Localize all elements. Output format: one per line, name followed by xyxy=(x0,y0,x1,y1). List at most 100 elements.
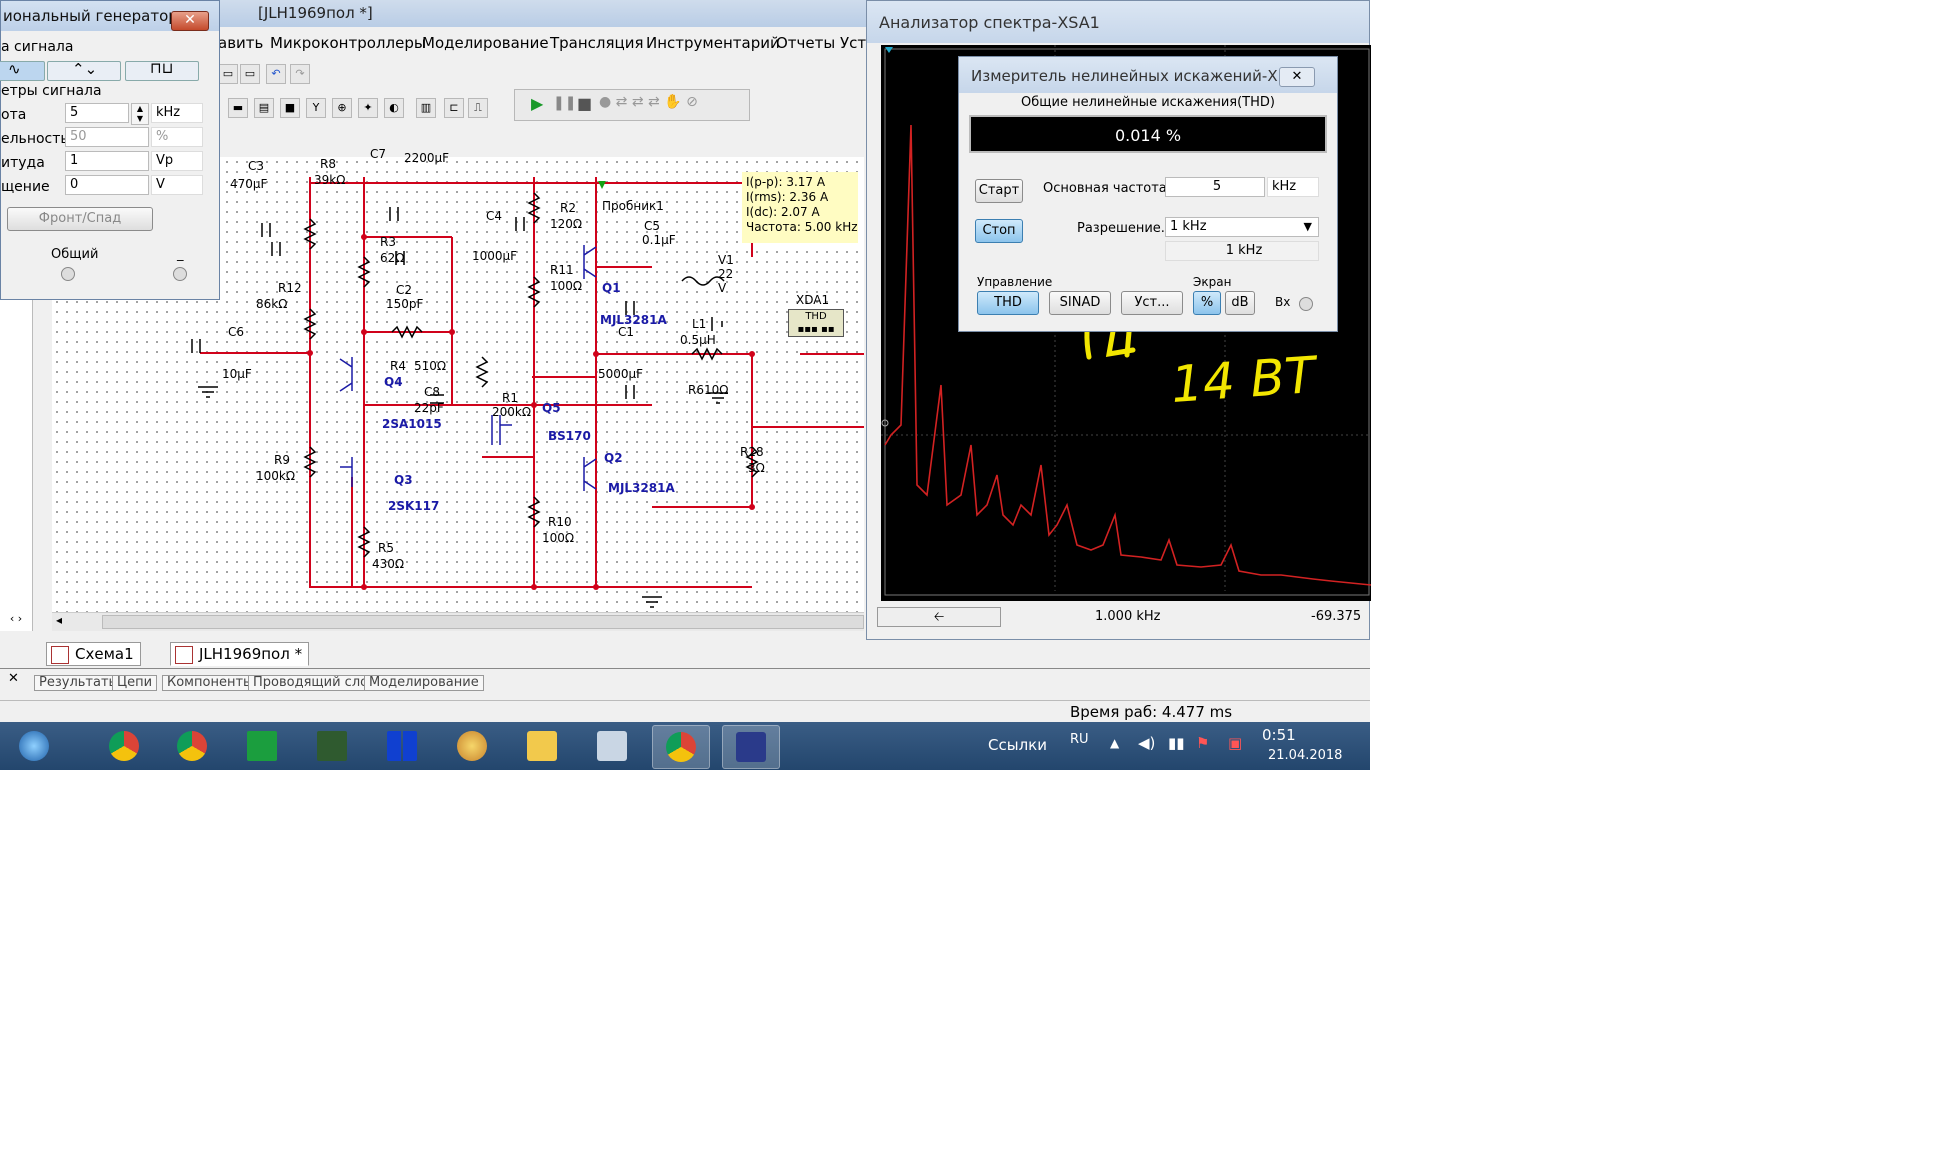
stop-button[interactable]: Стоп xyxy=(975,219,1023,243)
taskbar-app-green[interactable] xyxy=(234,725,290,767)
window-title: [JLH1969пол *] xyxy=(258,4,373,22)
volume-icon[interactable]: ◀) xyxy=(1138,734,1156,752)
close-icon[interactable]: ✕ xyxy=(8,671,19,686)
menu-item-options[interactable]: Уст xyxy=(840,34,867,52)
taskbar-app-chip[interactable] xyxy=(304,725,360,767)
bus-icon[interactable]: ▥ xyxy=(416,98,436,118)
thd-instrument-symbol[interactable]: THD ▪▪▪ ▪▪ xyxy=(788,309,844,337)
thd-mode-button[interactable]: THD xyxy=(977,291,1039,315)
settings-button[interactable]: Уст... xyxy=(1121,291,1183,315)
toolbox-scroll-arrows[interactable]: ‹ › xyxy=(9,612,23,625)
indicator-icon[interactable]: ■ xyxy=(280,98,300,118)
close-button[interactable]: ✕ xyxy=(1279,67,1315,87)
taskbar-calculator[interactable] xyxy=(584,725,640,767)
common-terminal[interactable] xyxy=(61,267,75,281)
taskbar-multisim[interactable] xyxy=(722,725,780,769)
amplitude-input[interactable]: 1 xyxy=(65,151,149,171)
undo-icon[interactable]: ↶ xyxy=(266,64,286,84)
taskbar-chrome-3[interactable] xyxy=(652,725,710,769)
sine-wave-icon: ∿ xyxy=(8,60,21,78)
scroll-thumb[interactable] xyxy=(102,615,864,629)
duty-cycle-input[interactable]: 50 xyxy=(65,127,149,147)
tab-results[interactable]: Результаты xyxy=(34,675,124,691)
offset-input[interactable]: 0 xyxy=(65,175,149,195)
taskbar-chrome-1[interactable] xyxy=(96,725,152,767)
links-toolbar[interactable]: Ссылки xyxy=(988,736,1047,754)
pause-icon[interactable]: ❚❚ xyxy=(553,95,577,111)
tab-nets[interactable]: Цепи xyxy=(112,675,158,691)
language-indicator[interactable]: RU xyxy=(1070,732,1089,747)
network-icon[interactable]: ▮▮ xyxy=(1168,734,1185,752)
design-toolbox[interactable] xyxy=(0,296,33,631)
probe-readout[interactable]: I(p-p): 3.17 A I(rms): 2.36 A I(dc): 2.0… xyxy=(742,172,858,243)
amplitude-unit[interactable]: Vp xyxy=(151,151,203,171)
status-bar: Время раб: 4.477 ms xyxy=(0,700,1370,722)
tab-jlh1969[interactable]: JLH1969пол * xyxy=(170,642,310,666)
frequency-input[interactable]: 5 xyxy=(65,103,129,123)
tab-copper-layer[interactable]: Проводящий слой xyxy=(248,675,382,691)
tab-schema1[interactable]: Схема1 xyxy=(46,642,141,666)
menu-item-transfer[interactable]: Трансляция xyxy=(550,34,644,52)
rise-fall-button[interactable]: Фронт/Спад xyxy=(7,207,153,231)
sine-wave-button[interactable]: ∿ xyxy=(0,60,45,81)
label-r3: R3 xyxy=(380,235,396,249)
label-c5: C5 xyxy=(644,219,661,233)
clock-time[interactable]: 0:51 xyxy=(1262,726,1296,744)
power-icon[interactable]: ▣ xyxy=(1228,734,1243,752)
start-button[interactable] xyxy=(6,725,62,767)
menu-item-mcu[interactable]: Микроконтроллеры xyxy=(270,34,426,52)
db-button[interactable]: dB xyxy=(1225,291,1255,315)
label-r6: R6 xyxy=(688,383,704,397)
resolution-selected: 1 kHz xyxy=(1170,219,1207,234)
taskbar-paint[interactable] xyxy=(444,725,500,767)
close-button[interactable]: ✕ xyxy=(171,11,209,31)
square-wave-button[interactable]: ⊓⊔ xyxy=(125,59,199,81)
rf-icon[interactable]: ✦ xyxy=(358,98,378,118)
marker-left-button[interactable]: 🡠 xyxy=(877,607,1001,627)
frequency-spinner[interactable]: ▲▼ xyxy=(131,103,149,125)
resolution-select[interactable]: 1 kHz ▼ xyxy=(1165,217,1319,237)
control-group-label: Управление xyxy=(977,275,1053,289)
frequency-unit[interactable]: kHz xyxy=(151,103,203,123)
stop-icon[interactable]: ■ xyxy=(577,94,593,113)
taskbar-app-tiles[interactable] xyxy=(374,725,430,767)
spectrum-analyzer-titlebar[interactable]: Анализатор спектра-XSA1 xyxy=(867,1,1369,43)
misc-icon[interactable]: ▤ xyxy=(254,98,274,118)
value-r9: 100kΩ xyxy=(256,469,296,483)
model-q2: MJL3281A xyxy=(608,481,675,495)
mixed-icon[interactable]: ⊕ xyxy=(332,98,352,118)
step-icon[interactable]: ● ⇄ ⇄ ⇄ ✋ ⊘ xyxy=(599,94,698,110)
tab-simulation[interactable]: Моделирование xyxy=(364,675,484,691)
minus-terminal[interactable] xyxy=(173,267,187,281)
function-generator-titlebar[interactable]: иональный генератор... ✕ xyxy=(1,1,219,31)
ground-icon[interactable]: ▬ xyxy=(228,98,248,118)
probe-tool-icon[interactable]: ◐ xyxy=(384,98,404,118)
hier-icon[interactable]: ⎍ xyxy=(468,98,488,118)
input-terminal[interactable] xyxy=(1299,297,1313,311)
antenna-icon[interactable]: Y xyxy=(306,98,326,118)
fundamental-frequency-input[interactable]: 5 xyxy=(1165,177,1265,197)
show-hidden-icons-icon[interactable]: ▲ xyxy=(1110,736,1120,750)
menu-item-place[interactable]: авить xyxy=(218,34,264,52)
menu-item-tools[interactable]: Инструментарий xyxy=(646,34,780,52)
start-button[interactable]: Старт xyxy=(975,179,1023,203)
taskbar-chrome-2[interactable] xyxy=(164,725,220,767)
scroll-left-icon[interactable]: ◂ xyxy=(56,613,63,627)
clock-date[interactable]: 21.04.2018 xyxy=(1268,748,1343,763)
redo-icon[interactable]: ↷ xyxy=(290,64,310,84)
menu-item-reports[interactable]: Отчеты xyxy=(776,34,836,52)
paste-icon[interactable]: ▭ xyxy=(218,64,238,84)
taskbar-explorer[interactable] xyxy=(514,725,570,767)
run-icon[interactable]: ▶ xyxy=(531,94,544,113)
percent-button[interactable]: % xyxy=(1193,291,1221,315)
menu-item-simulate[interactable]: Моделирование xyxy=(422,34,549,52)
action-center-icon[interactable]: ⚑ xyxy=(1196,734,1210,752)
canvas-horizontal-scrollbar[interactable]: ◂ xyxy=(52,612,864,631)
connector-icon[interactable]: ⊏ xyxy=(444,98,464,118)
triangle-wave-button[interactable]: ⌃⌄ xyxy=(47,60,121,81)
offset-unit[interactable]: V xyxy=(151,175,203,195)
tab-components[interactable]: Компоненты xyxy=(162,675,259,691)
copy-icon[interactable]: ▭ xyxy=(240,64,260,84)
distortion-meter-titlebar[interactable]: Измеритель нелинейных искажений-XDA1 ✕ xyxy=(959,57,1337,93)
sinad-mode-button[interactable]: SINAD xyxy=(1049,291,1111,315)
